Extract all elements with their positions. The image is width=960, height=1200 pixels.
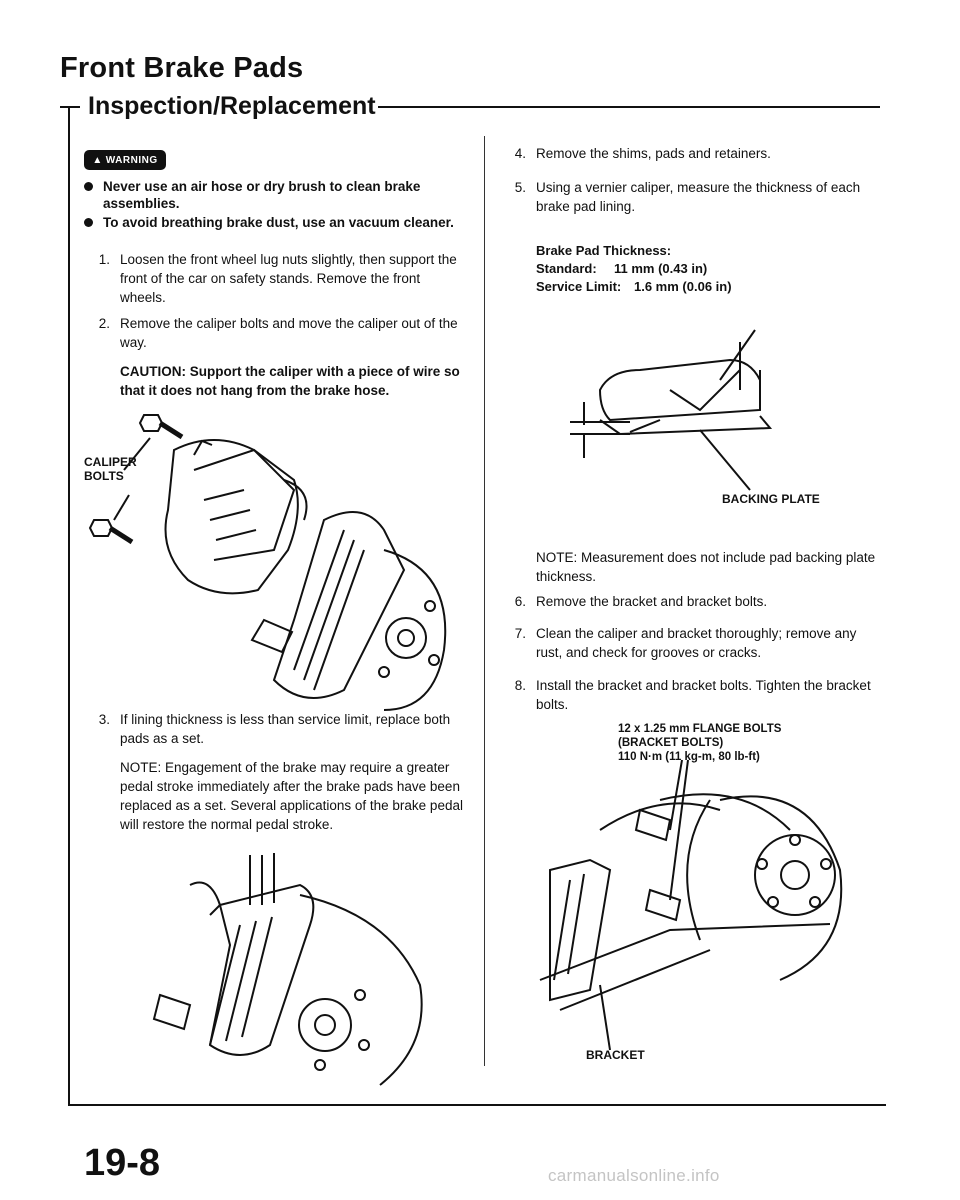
torque-spec: 12 x 1.25 mm FLANGE BOLTS (BRACKET BOLTS… bbox=[618, 722, 878, 764]
step-2: 2. Remove the caliper bolts and move the… bbox=[84, 314, 464, 352]
warning-bullet-text: Never use an air hose or dry brush to cl… bbox=[103, 179, 421, 211]
step-1: 1. Loosen the front wheel lug nuts sligh… bbox=[84, 250, 464, 307]
section-rule bbox=[378, 106, 880, 108]
step-6: 6. Remove the bracket and bracket bolts. bbox=[500, 592, 880, 611]
page-number: 19-8 bbox=[84, 1142, 161, 1184]
column-divider bbox=[484, 136, 485, 1066]
spec-limit-label: Service Limit: bbox=[536, 279, 622, 294]
measurement-note: NOTE: Measurement does not include pad b… bbox=[536, 550, 876, 584]
step-7: 7. Clean the caliper and bracket thoroug… bbox=[500, 624, 880, 662]
caliper-removal-figure bbox=[88, 414, 447, 711]
warning-bullets: Never use an air hose or dry brush to cl… bbox=[84, 178, 464, 233]
bullet-icon bbox=[84, 182, 93, 191]
section-title: Inspection/Replacement bbox=[88, 92, 376, 120]
step-number: 6. bbox=[514, 594, 526, 609]
spec-limit-row: Service Limit: 1.6 mm (0.06 in) bbox=[536, 278, 876, 296]
spec-title: Brake Pad Thickness: bbox=[536, 243, 672, 258]
step-text: Remove the bracket and bracket bolts. bbox=[536, 594, 768, 609]
section-rule-tick bbox=[60, 106, 80, 108]
step-text: Remove the caliper bolts and move the ca… bbox=[120, 316, 458, 350]
spec-standard-label: Standard: bbox=[536, 261, 597, 276]
torque-line-3: 110 N·m (11 kg-m, 80 lb-ft) bbox=[618, 751, 760, 763]
step-number: 2. bbox=[98, 316, 110, 331]
left-margin-bar bbox=[68, 106, 70, 1106]
step-number: 7. bbox=[514, 626, 526, 641]
backing-plate-label: BACKING PLATE bbox=[722, 492, 820, 506]
watermark: carmanualsonline.info bbox=[548, 1166, 720, 1185]
pad-thickness-spec: Brake Pad Thickness: Standard: 11 mm (0.… bbox=[536, 242, 876, 296]
step-text: Install the bracket and bracket bolts. T… bbox=[536, 678, 871, 712]
warning-triangle-icon: ▲ bbox=[92, 154, 103, 166]
step-number: 1. bbox=[98, 252, 110, 267]
warning-badge: ▲ WARNING bbox=[84, 150, 166, 170]
brake-pad-figure bbox=[570, 329, 773, 491]
warning-bullet: To avoid breathing brake dust, use an va… bbox=[84, 214, 464, 231]
step-text: Using a vernier caliper, measure the thi… bbox=[536, 180, 861, 214]
step-number: 4. bbox=[514, 146, 526, 161]
torque-line-1: 12 x 1.25 mm FLANGE BOLTS bbox=[618, 723, 782, 735]
spec-limit-value: 1.6 mm (0.06 in) bbox=[634, 279, 732, 294]
torque-line-2: (BRACKET BOLTS) bbox=[618, 737, 724, 749]
step-8: 8. Install the bracket and bracket bolts… bbox=[500, 676, 880, 714]
step-text: Clean the caliper and bracket thoroughly… bbox=[536, 626, 857, 660]
warning-bullet: Never use an air hose or dry brush to cl… bbox=[84, 178, 464, 212]
caliper-bolts-label: CALIPER BOLTS bbox=[84, 455, 137, 483]
step-text: Loosen the front wheel lug nuts slightly… bbox=[120, 252, 457, 305]
step-text: If lining thickness is less than service… bbox=[120, 712, 451, 746]
spec-standard-value: 11 mm (0.43 in) bbox=[614, 261, 708, 276]
footer-rule bbox=[68, 1104, 886, 1106]
step-number: 3. bbox=[98, 712, 110, 727]
step-4: 4. Remove the shims, pads and retainers. bbox=[500, 144, 880, 163]
warning-bullet-text: To avoid breathing brake dust, use an va… bbox=[103, 215, 454, 230]
pedal-note: NOTE: Engagement of the brake may requir… bbox=[120, 760, 463, 832]
step-text: Remove the shims, pads and retainers. bbox=[536, 146, 771, 161]
bracket-install-figure bbox=[539, 759, 843, 1051]
bracket-label: BRACKET bbox=[586, 1048, 645, 1062]
page-title: Front Brake Pads bbox=[60, 52, 304, 84]
step-number: 8. bbox=[514, 678, 526, 693]
step-5: 5. Using a vernier caliper, measure the … bbox=[500, 178, 880, 216]
warning-badge-label: WARNING bbox=[105, 154, 158, 166]
caution-text: CAUTION: Support the caliper with a piec… bbox=[120, 364, 460, 398]
bullet-icon bbox=[84, 218, 93, 227]
step-number: 5. bbox=[514, 180, 526, 195]
step-3: 3. If lining thickness is less than serv… bbox=[84, 710, 464, 748]
spec-standard-row: Standard: 11 mm (0.43 in) bbox=[536, 260, 876, 278]
pad-removal-figure bbox=[152, 853, 423, 1086]
